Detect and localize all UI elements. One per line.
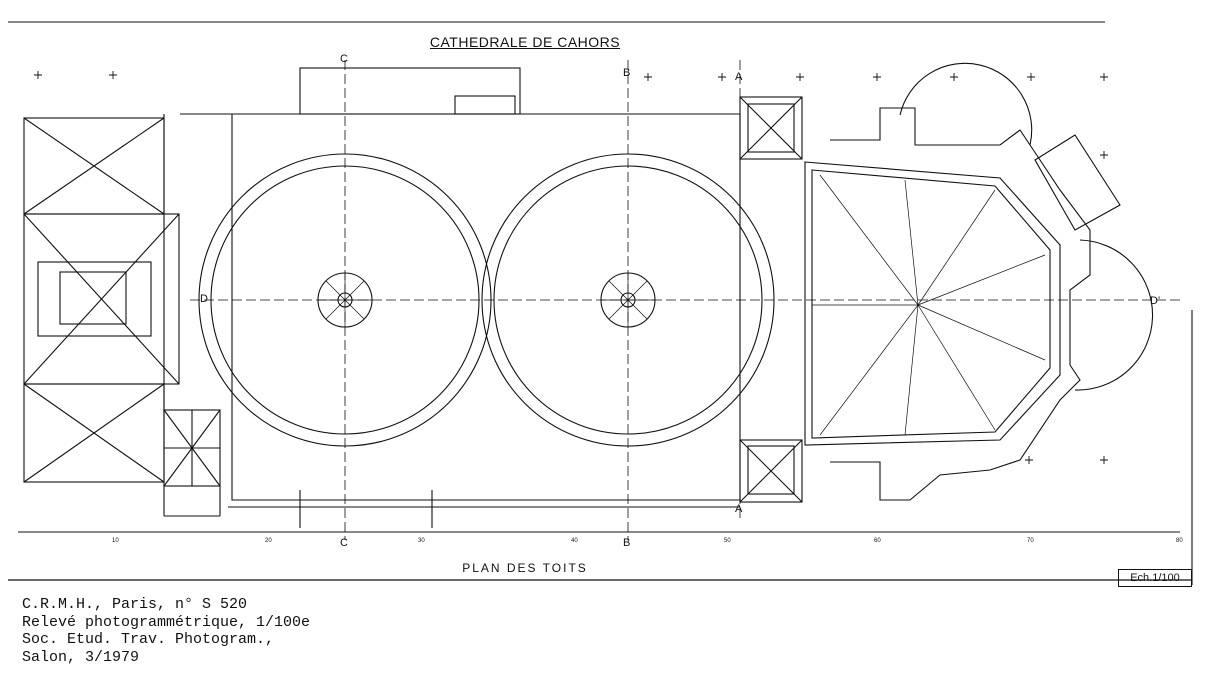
section-marker-a-bottom: A: [735, 503, 743, 515]
section-marker-a-top: A: [735, 71, 743, 83]
section-marker-b-top: B: [623, 67, 630, 79]
drawing-subtitle: PLAN DES TOITS: [462, 561, 588, 575]
section-marker-d-prime: D': [1150, 295, 1160, 307]
caption-line-1: C.R.M.H., Paris, n° S 520: [22, 596, 248, 613]
section-marker-c-top: C: [340, 53, 348, 65]
scale-tick-20: 20: [265, 538, 272, 544]
section-marker-d: D: [200, 293, 208, 305]
scale-label: Ech.1/100: [1118, 569, 1192, 587]
scale-tick-60: 60: [874, 538, 881, 544]
scale-tick-40: 40: [571, 538, 578, 544]
caption-block: C.R.M.H., Paris, n° S 520 Relevé photogr…: [22, 596, 310, 666]
drawing-title: CATHEDRALE DE CAHORS: [429, 34, 621, 50]
scale-tick-80: 80: [1176, 538, 1183, 544]
scale-tick-50: 50: [724, 538, 731, 544]
caption-line-2: Relevé photogrammétrique, 1/100e: [22, 613, 311, 631]
section-marker-b-bottom: B: [623, 537, 630, 549]
section-marker-c-bottom: C: [340, 537, 348, 549]
scale-tick-10: 10: [112, 538, 119, 544]
caption-line-4: Salon, 3/1979: [22, 648, 140, 666]
scale-tick-30: 30: [418, 538, 425, 544]
caption-line-3: Soc. Etud. Trav. Photogram.,: [22, 631, 275, 648]
scale-tick-70: 70: [1027, 538, 1034, 544]
